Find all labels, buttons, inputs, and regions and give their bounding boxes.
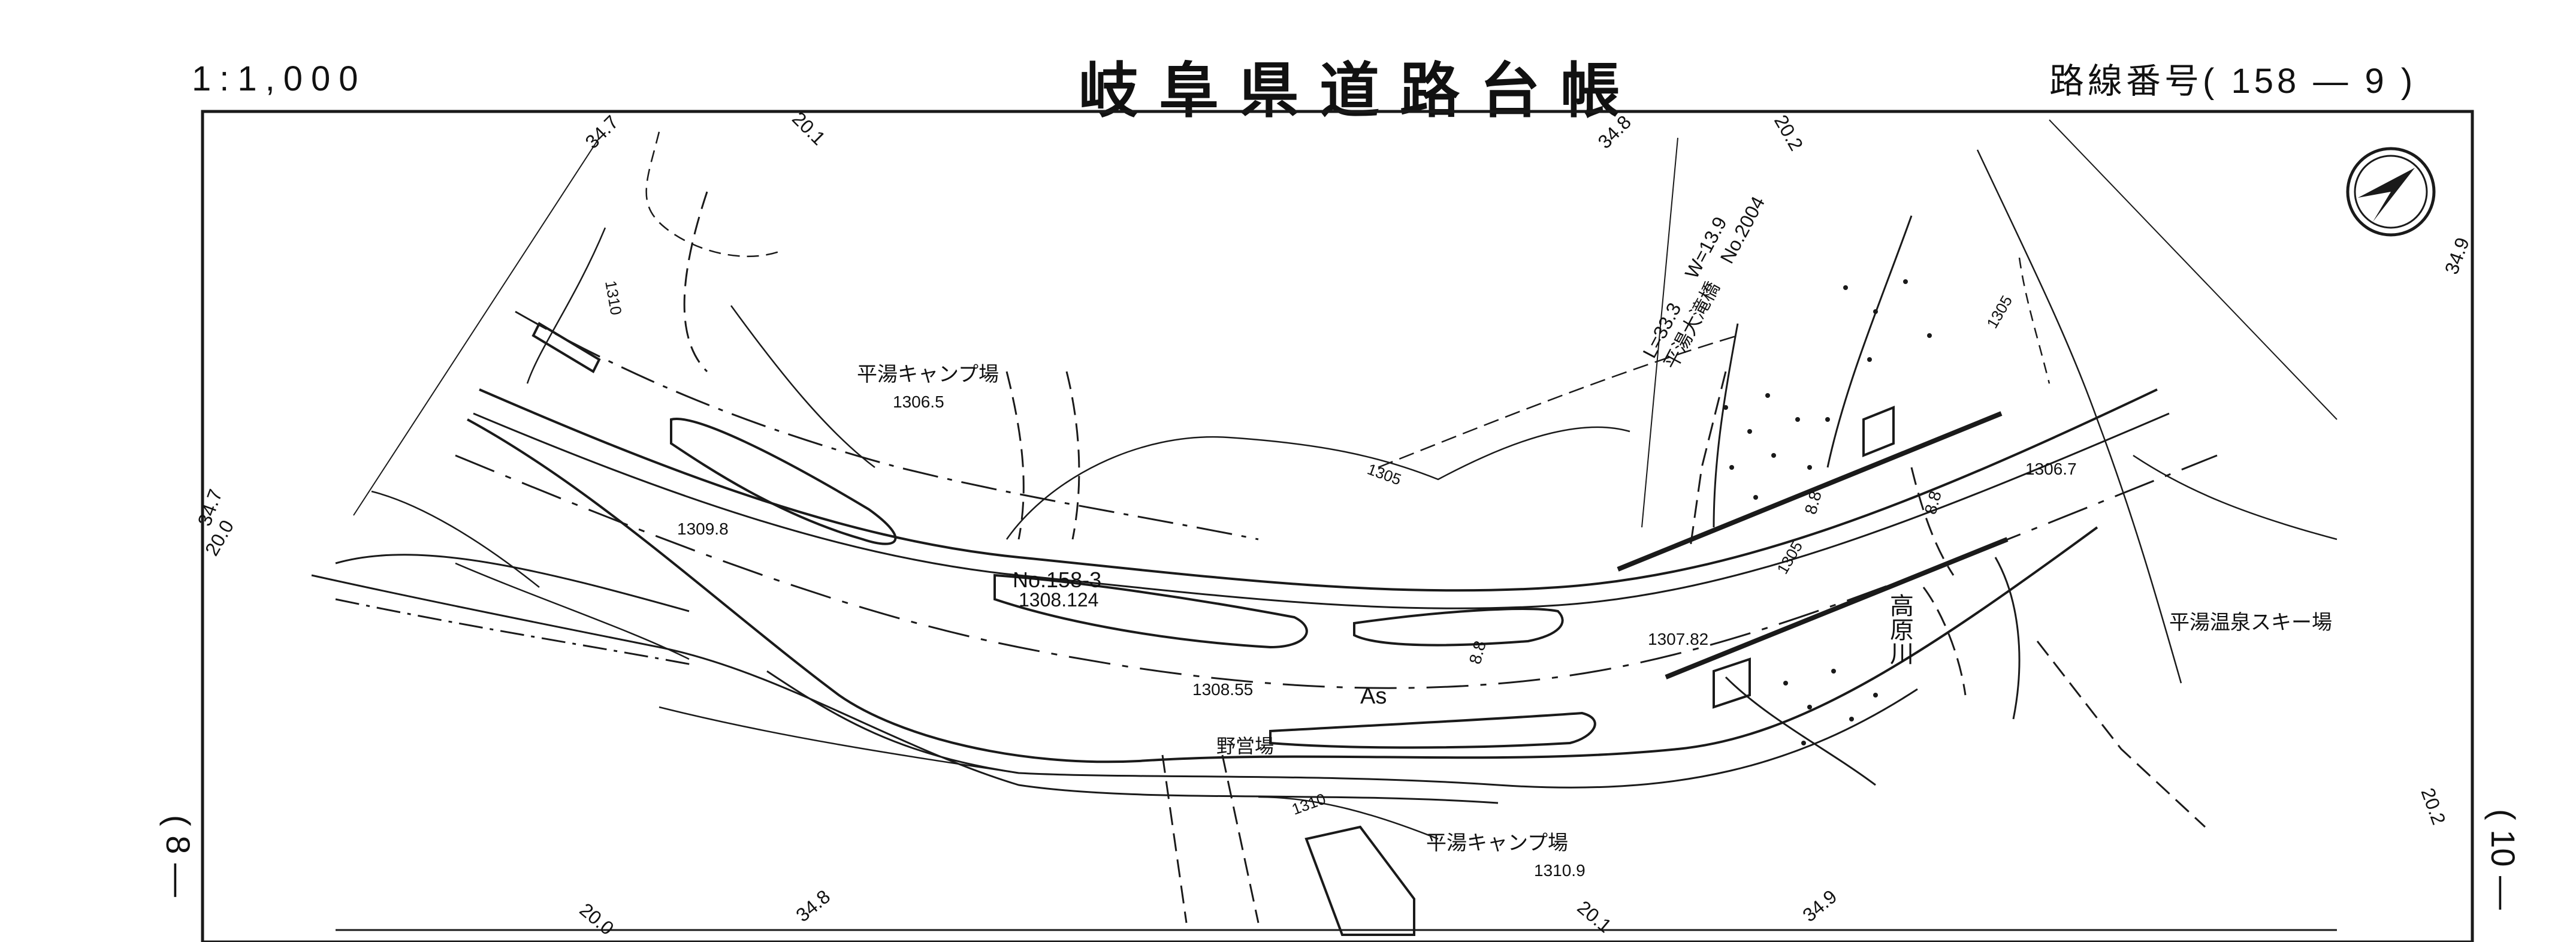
median-island-east xyxy=(1353,608,1564,647)
elevation-label: 1310.9 xyxy=(1534,861,1586,880)
median-island-west xyxy=(670,418,897,545)
median-island-center xyxy=(993,573,1308,649)
river-channel xyxy=(1910,467,1967,696)
access-road-south xyxy=(1161,754,1188,923)
access-road-east xyxy=(2036,641,2206,828)
access-road-nw xyxy=(683,191,708,373)
grid-label: 34.7 xyxy=(581,111,622,152)
label-camp-south: 平湯キャンプ場 xyxy=(1426,832,1568,855)
elevation-label: 1307.82 xyxy=(1648,630,1708,648)
contour-line xyxy=(1976,149,2182,684)
bridge-south-rail xyxy=(1665,537,2009,680)
contour-label: 1305 xyxy=(1365,460,1404,488)
contour-label: 1305 xyxy=(1983,292,2016,331)
bridge-abutment-ne xyxy=(1862,406,1895,457)
road-south-edge-2 xyxy=(766,670,1918,789)
bridge-north-rail xyxy=(1617,411,2003,572)
label-campsite: 野営場 xyxy=(1216,735,1274,757)
station-name: No.158-3 xyxy=(1013,567,1101,592)
road-north-edge xyxy=(479,388,2158,592)
grid-label: 34.9 xyxy=(2441,235,2474,277)
contour-line xyxy=(645,131,780,258)
grid-label: 34.8 xyxy=(792,886,834,926)
grid-label: 34.8 xyxy=(1593,111,1635,152)
station-elevation: 1308.124 xyxy=(1019,589,1098,611)
elevation-label: 1309.8 xyxy=(677,520,729,538)
parking-strip-nw xyxy=(531,322,601,373)
contour-label: 1310 xyxy=(1289,790,1328,819)
building xyxy=(1304,825,1415,936)
label-ski-area: 平湯温泉スキー場 xyxy=(2169,611,2332,634)
contour-line xyxy=(2018,257,2050,384)
grid-label: 34.9 xyxy=(1798,886,1841,926)
access-road-river xyxy=(1689,371,1727,552)
grid-label: 20.2 xyxy=(1770,111,1807,155)
elevation-label: 1308.55 xyxy=(1192,680,1253,699)
road-north-edge-2 xyxy=(473,412,2170,609)
road-south-edge xyxy=(467,418,2098,763)
river-west-bank xyxy=(1713,323,1876,786)
label-river-wrap: 高原川 xyxy=(1886,593,1913,665)
contour-line xyxy=(1005,426,1630,540)
route-label: 路線番号( xyxy=(2049,62,2218,101)
label-camp-north: 平湯キャンプ場 xyxy=(857,363,999,386)
grid-label: 20.2 xyxy=(2417,785,2450,828)
map-scale: 1:1,000 xyxy=(192,59,367,98)
median-island-south xyxy=(1269,711,1596,749)
grid-label: 20.0 xyxy=(576,899,618,940)
route-dash: — xyxy=(2313,62,2352,101)
road-center-line xyxy=(455,454,2218,689)
map-title: 岐阜県道路台帳 xyxy=(1079,58,1641,125)
contour-line xyxy=(1258,796,1439,840)
road-outer-south-2 xyxy=(335,598,696,666)
road-outer-south xyxy=(311,574,1499,804)
road-width-label: 8.8 xyxy=(1466,639,1490,666)
contour-line xyxy=(659,706,1019,774)
contour-line xyxy=(730,305,875,468)
map-frame xyxy=(201,110,2474,942)
route-number: 路線番号( 158 — 9 ) xyxy=(2049,53,2416,103)
bridge-abutment-sw xyxy=(1713,657,1751,709)
grid-line xyxy=(2049,119,2338,420)
route-close: ) xyxy=(2400,62,2417,101)
label-surface: As xyxy=(1360,684,1387,709)
contour-label: 1310 xyxy=(602,279,626,316)
contour-line xyxy=(371,490,540,588)
access-road-north xyxy=(1005,371,1025,540)
elevation-label: 1306.7 xyxy=(2025,460,2077,478)
river-stipple xyxy=(1723,279,1932,745)
road-northwest-branch xyxy=(335,554,690,612)
north-arrow-icon xyxy=(2346,147,2436,237)
contour-line xyxy=(2133,454,2338,541)
river-east-bank xyxy=(1826,215,2021,720)
label-river: 高原川 xyxy=(1886,593,1913,665)
contour-line xyxy=(455,562,690,660)
contour-line xyxy=(1378,334,1738,469)
grid-label: 20.1 xyxy=(788,107,829,149)
elevation-label: 1306.5 xyxy=(893,393,944,411)
bridge-label: L=33.3 W=13.9 平湯大滝橋 No.2004 xyxy=(1638,193,1769,373)
access-road-north-2 xyxy=(1065,371,1080,540)
grid-line xyxy=(1641,137,1678,528)
grid-line xyxy=(353,137,600,516)
route-major: 158 xyxy=(2231,62,2300,101)
route-minor: 9 xyxy=(2364,62,2388,101)
access-road-south-2 xyxy=(1221,754,1260,923)
contour-line xyxy=(526,227,606,384)
road-far-north xyxy=(515,310,1259,541)
